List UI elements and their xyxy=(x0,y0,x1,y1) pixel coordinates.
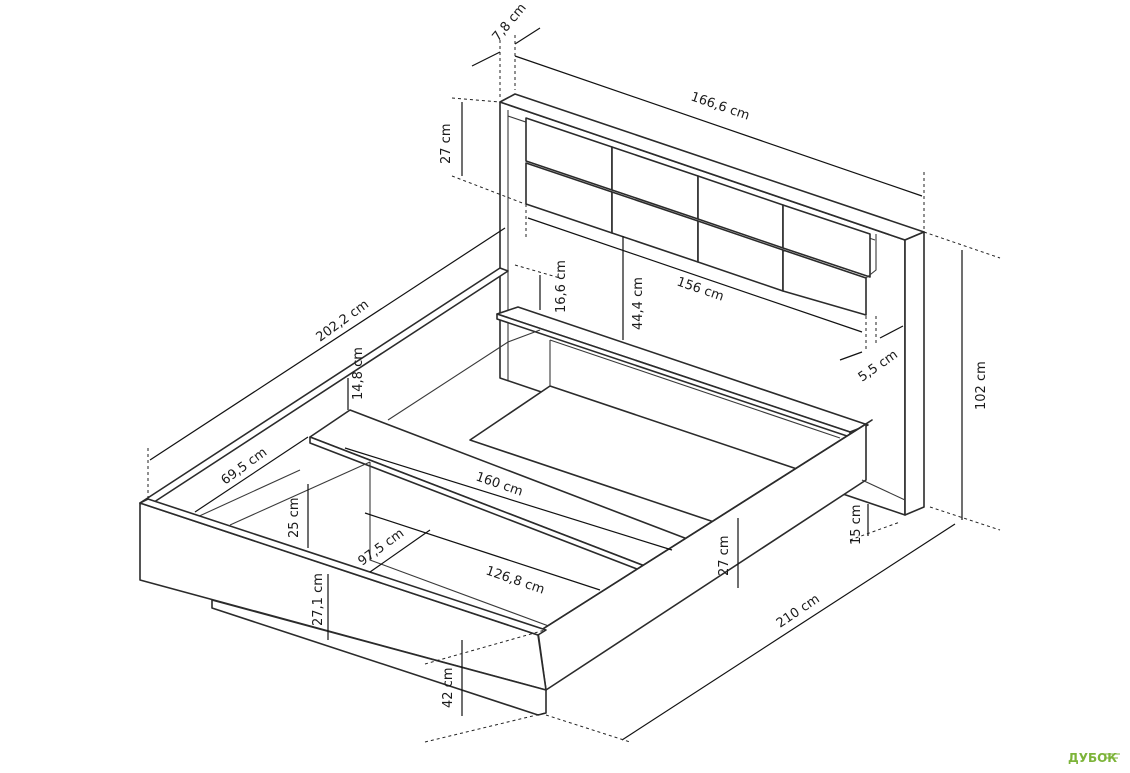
headboard-side xyxy=(904,231,925,516)
bed-frame xyxy=(139,93,925,716)
brand-logo: ДУБОК xyxy=(1068,751,1120,765)
dim-compartment-width: 126,8 cm xyxy=(484,564,547,598)
footboard-front xyxy=(139,502,547,691)
dim-compartment-depth: 97,5 cm xyxy=(356,526,408,569)
dim-storage-height: 25 cm xyxy=(287,498,302,539)
dim-total-height: 102 cm xyxy=(974,361,989,410)
storage-front-divider xyxy=(369,462,601,646)
dim-front-height: 27,1 cm xyxy=(311,573,326,626)
footboard-top xyxy=(139,498,547,636)
dim-side-height: 27 cm xyxy=(717,536,732,577)
dimension-lines xyxy=(147,27,1001,743)
dim-floor-clearance: 42 cm xyxy=(441,668,456,709)
dim-side-rail-height: 14,8 cm xyxy=(351,347,366,400)
headboard-cushions xyxy=(525,117,877,316)
dim-panel-height: 44,4 cm xyxy=(631,277,646,330)
dim-headboard-top-height: 27 cm xyxy=(439,124,454,165)
dim-shelf-gap: 16,6 cm xyxy=(554,260,569,313)
dim-leg-height: 15 cm xyxy=(849,505,864,546)
